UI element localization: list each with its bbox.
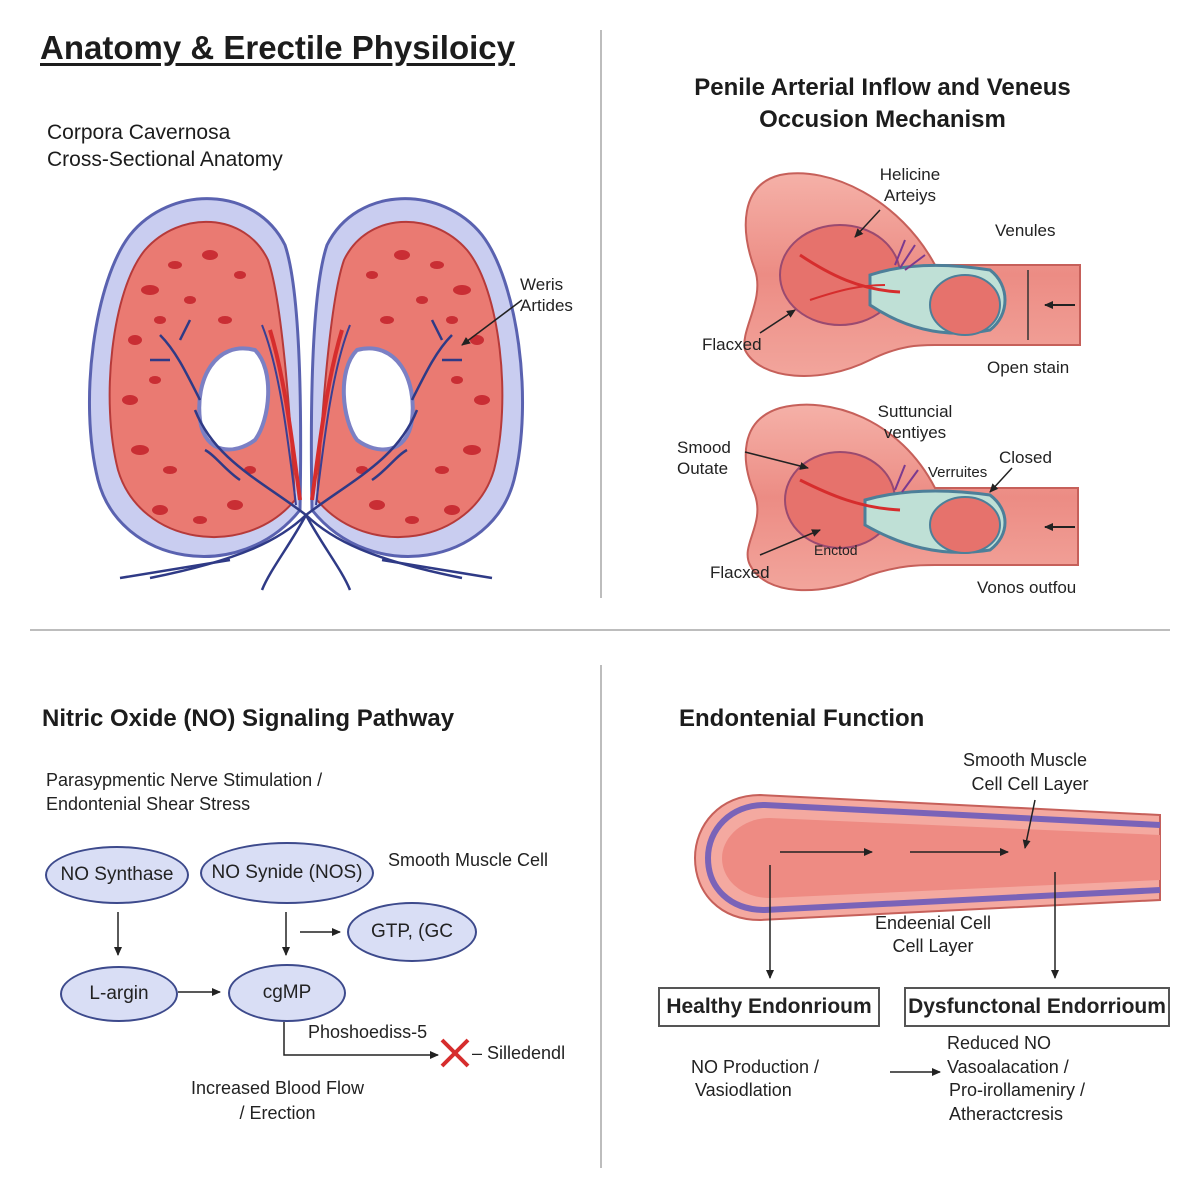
node-no-synthase: NO Synthase: [45, 846, 189, 904]
node-no-synide: NO Synide (NOS): [200, 842, 374, 904]
dysfunctional-line3: Pro-irollameniry /: [949, 1080, 1086, 1100]
pde5-label: Phoshoediss-5: [308, 1022, 428, 1042]
dysfunctional-line1: Reduced NO: [947, 1033, 1052, 1053]
mechanism-top-illustration: [743, 172, 1081, 377]
dysfunctional-line4: Atheractcresis: [949, 1104, 1064, 1124]
erected-label: Enctod: [814, 542, 858, 558]
panel-dividers: [30, 30, 1170, 1168]
stimulation-line1: Parasypmentic Nerve Stimulation /: [46, 770, 323, 790]
corpora-cavernosa-illustration: [87, 197, 525, 591]
sildenafil-label: – Silledendl: [472, 1043, 566, 1063]
subtunical-label-line2: ventiyes: [883, 423, 947, 442]
q1-label-line2: Artides: [520, 296, 573, 315]
closed-label: Closed: [999, 448, 1052, 467]
dysfunctional-endothelium-box: Dysfunctonal Endorrioum: [904, 987, 1170, 1027]
q1-heading-line2: Cross-Sectional Anatomy: [47, 148, 283, 171]
endothelium-vessel-illustration: [693, 793, 1161, 1076]
stimulation-line2: Endontenial Shear Stress: [46, 794, 251, 814]
healthy-line2: Vasiodlation: [695, 1080, 792, 1100]
open-state-label: Open stain: [987, 358, 1070, 377]
q1-label-line1: Weris: [520, 275, 564, 294]
helicine-label-line1: Helicine: [879, 165, 941, 184]
venules-label-top: Venules: [995, 221, 1056, 240]
smooth-label-line2: Outate: [677, 459, 729, 478]
smooth-label-line1: Smood: [677, 438, 731, 457]
q3-heading: Nitric Oxide (NO) Signaling Pathway: [42, 705, 455, 732]
q2-heading-line1: Penile Arterial Inflow and Veneus: [694, 74, 1071, 101]
node-gtp: GTP, (GC: [347, 902, 477, 962]
q1-heading-line1: Corpora Cavernosa: [47, 121, 231, 144]
pathway-arrows: [114, 912, 439, 1059]
venules-label-bottom: Verruites: [928, 464, 988, 481]
healthy-line1: NO Production /: [691, 1057, 820, 1077]
page-title: Anatomy & Erectile Physiloicy: [40, 29, 516, 66]
q2-heading-line2: Occusion Mechanism: [759, 106, 1006, 133]
endo-layer-line2: Cell Layer: [892, 936, 974, 956]
result-line1: Increased Blood Flow: [190, 1078, 365, 1098]
result-line2: / Erection: [239, 1103, 316, 1123]
dysfunctional-line2: Vasoalacation /: [947, 1057, 1069, 1077]
healthy-endothelium-box: Healthy Endonrioum: [658, 987, 880, 1027]
mechanism-bottom-illustration: [744, 403, 1079, 592]
subtunical-label-line1: Suttuncial: [877, 402, 953, 421]
smc-layer-line1: Smooth Muscle: [962, 750, 1088, 770]
inhibition-x-icon: [440, 1038, 470, 1068]
node-l-arginine: L-argin: [60, 966, 178, 1022]
endo-layer-line1: Endeenial Cell: [874, 913, 992, 933]
flaccid-label-bottom: Flacxed: [710, 563, 770, 582]
flaccid-label-top: Flacxed: [702, 335, 762, 354]
venous-outflow-label: Vonos outfou: [977, 578, 1077, 597]
smooth-muscle-cell-label: Smooth Muscle Cell: [388, 850, 549, 870]
node-cgmp: cgMP: [228, 964, 346, 1022]
q4-heading: Endontenial Function: [679, 705, 925, 732]
smc-layer-line2: Cell Cell Layer: [971, 774, 1089, 794]
helicine-label-line2: Arteiys: [884, 186, 936, 205]
